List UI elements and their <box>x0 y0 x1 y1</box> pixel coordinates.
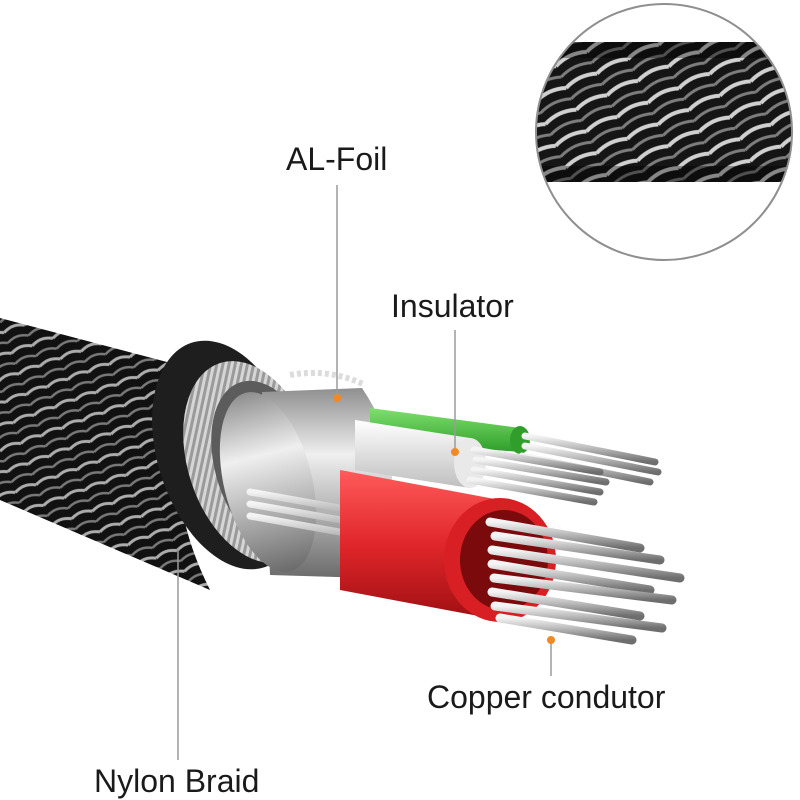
al-foil-label: AL-Foil <box>286 141 388 177</box>
copper-conductor-bundle <box>485 517 685 645</box>
insulator-label: Insulator <box>391 288 514 324</box>
leader-lines <box>177 185 552 760</box>
red-insulated-wire <box>340 470 556 622</box>
nylon-braid-label: Nylon Braid <box>94 763 260 799</box>
white-insulated-wire <box>355 420 610 506</box>
copper-conductor-label: Copper condutor <box>427 679 666 715</box>
callout-markers <box>333 394 555 644</box>
braid-zoom-inset <box>535 3 793 261</box>
